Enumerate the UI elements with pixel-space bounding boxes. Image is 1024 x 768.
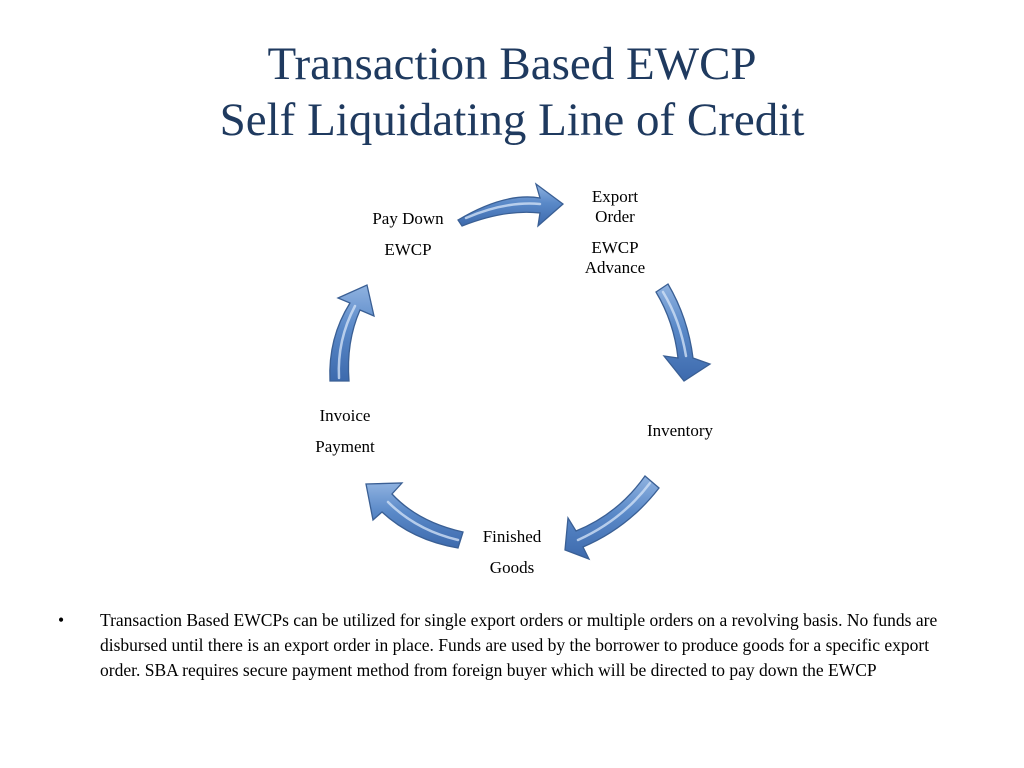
arrow-paydown-to-export — [457, 182, 565, 228]
slide-title-line-1: Transaction Based EWCP — [267, 38, 757, 90]
node-pay-down-line-1: Pay Down — [372, 209, 444, 228]
node-inventory: Inventory — [620, 421, 740, 441]
node-pay-down-line-2: EWCP — [384, 240, 432, 259]
arrow-inventory-to-finished — [564, 475, 660, 561]
node-invoice-payment-line-2: Payment — [315, 437, 375, 456]
node-invoice-payment: Invoice Payment — [295, 406, 395, 457]
node-export-order: Export Order EWCP Advance — [565, 187, 665, 278]
node-export-order-line-4: Advance — [584, 258, 646, 277]
node-inventory-line-1: Inventory — [646, 421, 714, 440]
node-export-order-line-1: Export — [591, 187, 639, 206]
arrow-invoice-to-paydown — [329, 284, 375, 382]
arrow-finished-to-invoice — [365, 482, 464, 549]
bullet-marker: • — [58, 610, 65, 630]
node-finished-goods-line-1: Finished — [482, 527, 542, 546]
bullet-paragraph: • Transaction Based EWCPs can be utilize… — [58, 608, 963, 683]
node-pay-down: Pay Down EWCP — [353, 209, 463, 260]
node-invoice-payment-line-1: Invoice — [319, 406, 371, 425]
node-finished-goods-line-2: Goods — [489, 558, 535, 577]
node-export-order-line-2: Order — [595, 207, 635, 226]
slide-title-line-2: Self Liquidating Line of Credit — [219, 94, 805, 146]
node-finished-goods: Finished Goods — [462, 527, 562, 578]
arrow-export-to-inventory — [655, 283, 712, 382]
slide-title: Transaction Based EWCP Self Liquidating … — [0, 36, 1024, 148]
bullet-text: Transaction Based EWCPs can be utilized … — [100, 610, 938, 680]
node-export-order-line-3: EWCP — [591, 238, 639, 257]
